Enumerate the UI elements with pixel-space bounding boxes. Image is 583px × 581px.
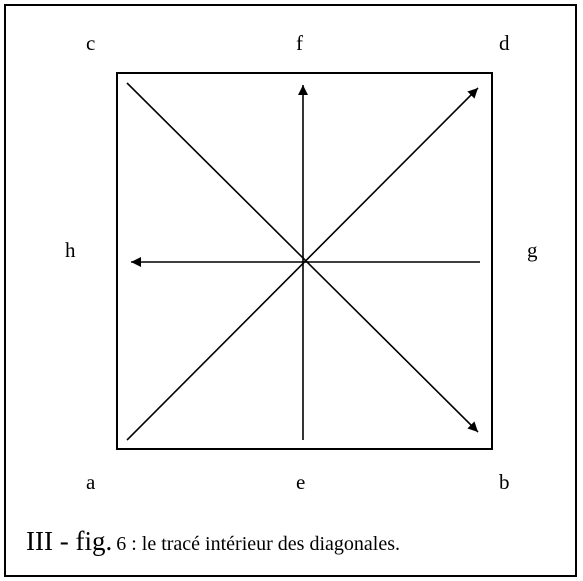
figure-frame <box>4 4 577 577</box>
diagonals-diagram: c f d h g a e b <box>65 31 538 494</box>
figure-caption: III - fig. 6 : le tracé intérieur des di… <box>26 526 400 557</box>
label-g: g <box>527 238 538 262</box>
caption-number: 6 <box>116 533 127 555</box>
caption-text: : le tracé intérieur des diagonales. <box>126 533 400 555</box>
label-b: b <box>499 470 510 494</box>
label-e: e <box>296 470 305 494</box>
caption-prefix: III - fig. <box>26 526 113 556</box>
label-f: f <box>296 31 303 55</box>
square-outline <box>116 72 493 450</box>
label-d: d <box>499 31 510 55</box>
label-a: a <box>86 470 96 494</box>
label-c: c <box>86 31 95 55</box>
label-h: h <box>65 238 76 262</box>
